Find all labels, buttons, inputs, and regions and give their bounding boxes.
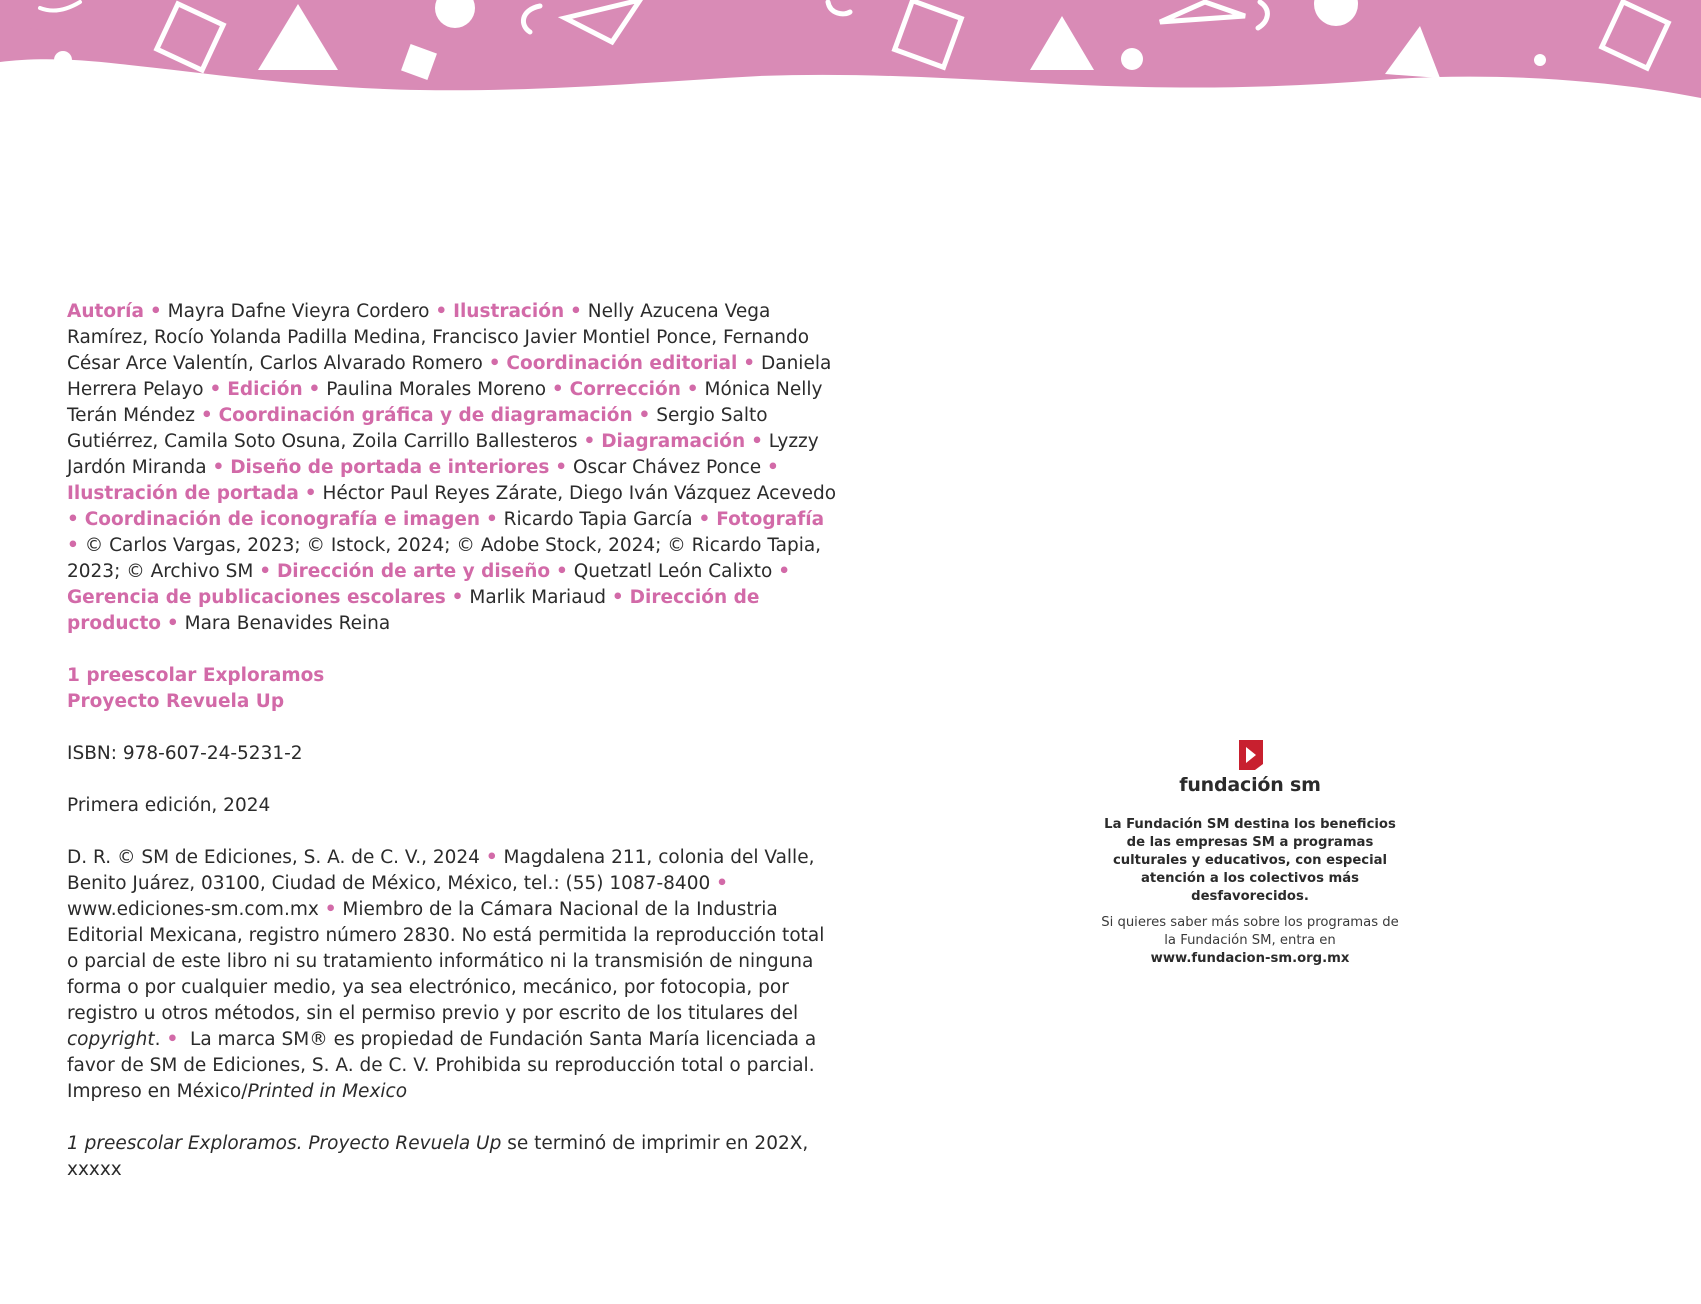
- credit-name: Sergio Salto Gutiérrez, Camila Soto Osun…: [67, 405, 768, 452]
- credit-name: Oscar Chávez Ponce: [572, 457, 762, 478]
- legal-part2: Magdalena 211, colonia del Valle, Benito…: [67, 847, 815, 894]
- fundacion-url: www.fundacion-sm.org.mx: [1150, 951, 1350, 966]
- bullet-separator: •: [308, 379, 321, 400]
- bullet-separator: •: [67, 535, 79, 556]
- legal-part4: Miembro de la Cámara Nacional de la Indu…: [67, 899, 825, 1024]
- bullet-separator: •: [743, 353, 756, 374]
- bullet-separator: •: [166, 613, 179, 634]
- bullet-separator: •: [767, 457, 779, 478]
- credit-name: Mayra Dafne Vieyra Cordero: [167, 301, 430, 322]
- credits-block: Autoría • Mayra Dafne Vieyra Cordero • I…: [67, 299, 837, 1183]
- fundacion-mission: La Fundación SM destina los beneficios d…: [1104, 817, 1396, 904]
- fundacion-sm-block: fundación sm La Fundación SM destina los…: [1095, 738, 1405, 968]
- bullet-separator: •: [149, 301, 162, 322]
- bullet-separator: •: [698, 509, 711, 530]
- period: .: [154, 1029, 161, 1050]
- bullet-separator: •: [570, 301, 582, 322]
- fundacion-more-info: Si quieres saber más sobre los programas…: [1095, 914, 1405, 968]
- credit-name: Marlik Mariaud: [469, 587, 607, 608]
- bullet-separator: •: [485, 847, 498, 868]
- bullet-separator: •: [324, 899, 337, 920]
- credit-role: Dirección de arte y diseño: [276, 561, 551, 582]
- printed-in: Printed in Mexico: [247, 1081, 408, 1102]
- bullet-separator: •: [611, 587, 624, 608]
- bullet-separator: •: [200, 405, 213, 426]
- bullet-separator: •: [304, 483, 317, 504]
- isbn: ISBN: 978-607-24-5231-2: [67, 743, 303, 764]
- colophon: 1 preescolar Exploramos. Proyecto Revuel…: [67, 1131, 837, 1183]
- credit-role: Autoría: [67, 301, 144, 322]
- credit-name: Quetzatl León Calixto: [573, 561, 773, 582]
- credit-role: Diagramación: [601, 431, 746, 452]
- bullet-separator: •: [485, 509, 498, 530]
- credit-name: Héctor Paul Reyes Zárate, Diego Iván Váz…: [322, 483, 837, 504]
- credit-name: Nelly Azucena Vega Ramírez, Rocío Yoland…: [67, 301, 810, 374]
- credit-role: Coordinación editorial: [506, 353, 738, 374]
- colophon-rest: se terminó de imprimir en 202X, xxxxx: [67, 1133, 809, 1180]
- credit-role: Ilustración: [453, 301, 565, 322]
- edition: Primera edición, 2024: [67, 795, 271, 816]
- bullet-separator: •: [716, 873, 728, 894]
- bullet-separator: •: [638, 405, 651, 426]
- credit-name: Mara Benavides Reina: [184, 613, 391, 634]
- bullet-separator: •: [435, 301, 448, 322]
- publisher-website: www.ediciones-sm.com.mx: [67, 899, 319, 920]
- book-title-line1: 1 preescolar Exploramos: [67, 665, 325, 686]
- bullet-separator: •: [686, 379, 699, 400]
- credit-role: Ilustración de portada: [67, 483, 299, 504]
- credit-role: Edición: [227, 379, 303, 400]
- bullet-separator: •: [259, 561, 272, 582]
- bullet-separator: •: [551, 379, 564, 400]
- book-title-line2: Proyecto Revuela Up: [67, 691, 285, 712]
- credit-name: Lyzzy Jardón Miranda: [67, 431, 819, 478]
- credit-name: Mónica Nelly Terán Méndez: [67, 379, 823, 426]
- credit-role: Fotografía: [716, 509, 825, 530]
- colophon-title: 1 preescolar Exploramos. Proyecto Revuel…: [67, 1133, 502, 1154]
- credit-role: Diseño de portada e interiores: [230, 457, 550, 478]
- decorative-header-band: [0, 0, 1701, 98]
- credit-name: Daniela Herrera Pelayo: [67, 353, 832, 400]
- bullet-separator: •: [751, 431, 763, 452]
- bullet-separator: •: [555, 457, 568, 478]
- bullet-separator: •: [451, 587, 464, 608]
- credits-paragraph: Autoría • Mayra Dafne Vieyra Cordero • I…: [67, 299, 837, 637]
- fundacion-more-text: Si quieres saber más sobre los programas…: [1101, 915, 1399, 948]
- bullet-separator: •: [166, 1029, 179, 1050]
- bullet-separator: •: [212, 457, 225, 478]
- fundacion-logo-text: fundación sm: [1179, 774, 1321, 796]
- bullet-separator: •: [583, 431, 596, 452]
- credit-role: Dirección de producto: [67, 587, 760, 634]
- credit-role: Gerencia de publicaciones escolares: [67, 587, 446, 608]
- legal-part1: D. R. © SM de Ediciones, S. A. de C. V.,…: [67, 847, 480, 868]
- credit-name: Ricardo Tapia García: [503, 509, 693, 530]
- credit-name: © Carlos Vargas, 2023; © Istock, 2024; ©…: [67, 535, 822, 582]
- legal-part5: La marca SM® es propiedad de Fundación S…: [67, 1029, 817, 1102]
- bullet-separator: •: [67, 509, 79, 530]
- credit-role: Coordinación de iconografía e imagen: [84, 509, 481, 530]
- play-icon: [1239, 740, 1263, 770]
- bullet-separator: •: [778, 561, 791, 582]
- credit-role: Coordinación gráfica y de diagramación: [218, 405, 633, 426]
- bullet-separator: •: [488, 353, 501, 374]
- credit-role: Corrección: [569, 379, 681, 400]
- bullet-separator: •: [209, 379, 222, 400]
- bullet-separator: •: [555, 561, 568, 582]
- credit-name: Paulina Morales Moreno: [326, 379, 547, 400]
- legal-paragraph: D. R. © SM de Ediciones, S. A. de C. V.,…: [67, 845, 837, 1105]
- copyright-word: copyright: [67, 1029, 155, 1050]
